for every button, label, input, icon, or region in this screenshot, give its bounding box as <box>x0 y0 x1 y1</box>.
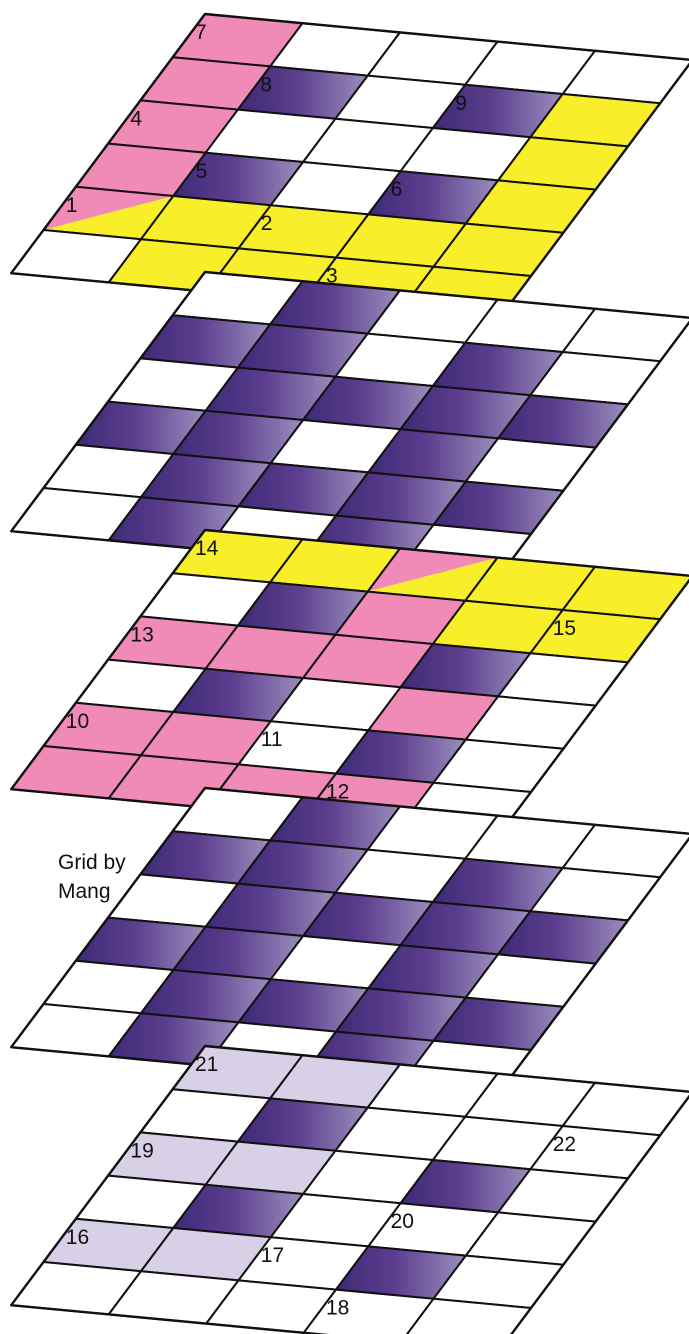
clue-number: 9 <box>455 92 467 115</box>
cell[interactable] <box>401 1297 532 1334</box>
cell-split-lower <box>367 557 498 601</box>
clue-number: 16 <box>66 1226 89 1249</box>
clue-number: 2 <box>261 212 273 235</box>
clue-number: 6 <box>391 178 403 201</box>
grid-border <box>9 1044 689 1334</box>
clue-number: 14 <box>195 537 219 560</box>
clue-number: 4 <box>130 107 142 130</box>
credit-line-1: Grid by <box>58 851 126 874</box>
cell-split-lower <box>43 196 174 240</box>
layer-1: 1 2 3 4 5 6 7 8 9 <box>9 12 689 321</box>
clue-number: 10 <box>66 710 89 733</box>
clue-number: 5 <box>196 160 208 183</box>
clue-number: 17 <box>261 1244 284 1267</box>
layer-4 <box>9 786 689 1095</box>
credit-line-2: Mang <box>58 880 111 903</box>
clue-number: 12 <box>326 781 349 804</box>
clue-number: 11 <box>261 728 283 751</box>
clue-number: 7 <box>195 21 207 44</box>
clue-number: 21 <box>195 1053 218 1076</box>
cell[interactable] <box>302 1288 435 1334</box>
clue-number: 18 <box>326 1297 349 1320</box>
clue-number: 15 <box>553 617 576 640</box>
clue-number: 1 <box>66 194 78 217</box>
layer-3: 10 11 12 13 14 15 <box>9 528 689 837</box>
cell-split-upper <box>367 548 498 592</box>
clue-number: 19 <box>130 1139 153 1162</box>
layer-2 <box>9 270 689 579</box>
layer-5: 16 17 18 19 20 21 22 <box>9 1044 689 1334</box>
cell-split-upper <box>43 186 174 230</box>
clue-number: 13 <box>130 623 153 646</box>
clue-number: 22 <box>553 1133 576 1156</box>
clue-number: 8 <box>260 73 272 96</box>
clue-number: 20 <box>391 1210 414 1233</box>
clue-number: 3 <box>326 265 338 288</box>
